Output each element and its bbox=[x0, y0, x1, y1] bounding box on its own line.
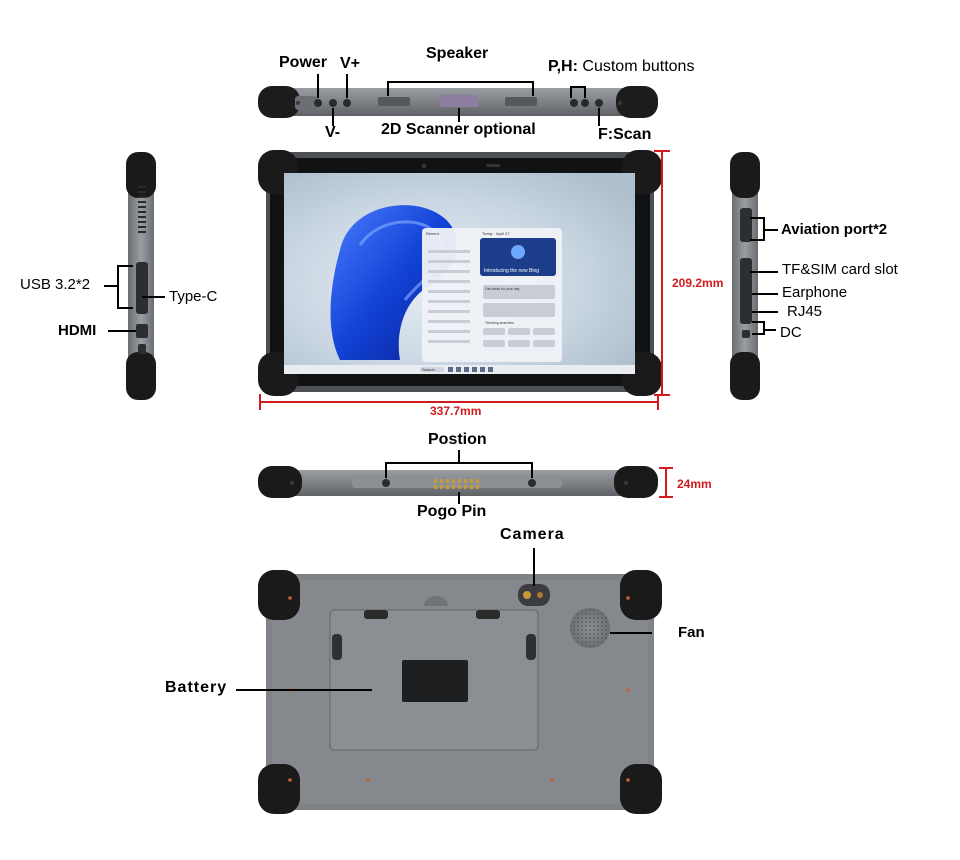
fan-label: Fan bbox=[678, 624, 705, 641]
depth-dimension-lines bbox=[659, 467, 673, 498]
aviation-port-label: Aviation port*2 bbox=[781, 221, 888, 238]
tf-sim-slot-label: TF&SIM card slot bbox=[782, 261, 898, 278]
widget-item-1: Get ideas for your day bbox=[485, 287, 520, 291]
volume-down-label: V- bbox=[325, 124, 341, 141]
hdmi-label: HDMI bbox=[58, 322, 97, 339]
pogo-pin-label: Pogo Pin bbox=[417, 503, 487, 520]
speaker-label: Speaker bbox=[426, 45, 489, 62]
scanner-label: 2D Scanner optional bbox=[381, 121, 536, 138]
camera-label: Camera bbox=[500, 526, 565, 543]
bottom-view bbox=[258, 466, 658, 498]
trending-title: Trending searches bbox=[485, 321, 514, 325]
back-callout-lines bbox=[236, 548, 652, 691]
top-callout-lines bbox=[317, 74, 600, 126]
battery-label: Battery bbox=[165, 679, 228, 696]
height-dimension-label: 209.2mm bbox=[672, 276, 724, 290]
width-dimension-label: 337.7mm bbox=[430, 404, 482, 418]
front-view bbox=[258, 150, 662, 396]
rj45-label: RJ45 bbox=[787, 303, 823, 320]
start-menu-title: Recent bbox=[426, 231, 439, 236]
bottom-callout-lines bbox=[385, 450, 533, 504]
right-callout-lines bbox=[750, 217, 778, 335]
back-view bbox=[258, 570, 662, 814]
left-side-view bbox=[126, 152, 156, 400]
position-label: Postion bbox=[428, 431, 487, 448]
left-callout-lines bbox=[104, 265, 165, 332]
ph-prefix: P,H: bbox=[548, 58, 578, 75]
widget-pane-title: Today · April 27 bbox=[482, 231, 510, 236]
dc-label: DC bbox=[780, 324, 802, 341]
custom-buttons-label: P,H: Custom buttons bbox=[548, 58, 694, 76]
volume-up-label: V+ bbox=[340, 55, 361, 72]
usb-label: USB 3.2*2 bbox=[20, 276, 91, 293]
front-dimension-lines bbox=[259, 150, 670, 410]
top-view bbox=[258, 86, 658, 118]
earphone-label: Earphone bbox=[782, 284, 848, 301]
right-side-view bbox=[730, 152, 760, 400]
power-label: Power bbox=[279, 54, 328, 71]
type-c-label: Type-C bbox=[169, 288, 218, 305]
custom-buttons-text: Custom buttons bbox=[582, 58, 695, 75]
scan-button-label: F:Scan bbox=[598, 126, 652, 143]
taskbar-search: Search bbox=[422, 367, 435, 372]
depth-dimension-label: 24mm bbox=[677, 477, 712, 491]
bing-card-title: Introducing the new Bing bbox=[484, 268, 540, 274]
